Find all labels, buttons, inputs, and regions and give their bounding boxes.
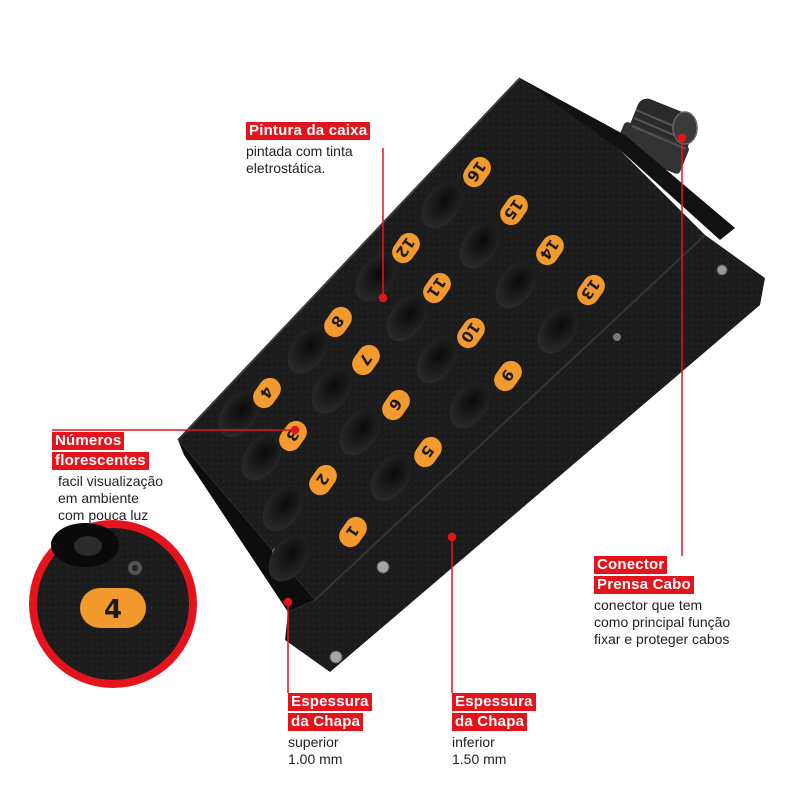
callout-sheet-top: Espessura da Chapa superior 1.00 mm (288, 693, 372, 768)
callout-paint-title: Pintura da caixa (246, 122, 371, 140)
callout-numbers: Números florescentes facil visualização … (52, 432, 163, 524)
callout-gland-title-2: Prensa Cabo (594, 576, 694, 594)
callout-sheet-top-title-1: Espessura (288, 693, 372, 711)
port-label: 4 (253, 377, 281, 409)
connector-holes (218, 181, 579, 582)
callout-sheet-bottom: Espessura da Chapa inferior 1.50 mm (452, 693, 536, 768)
screw-icon (329, 650, 343, 664)
callout-numbers-description: facil visualização em ambiente com pouca… (58, 473, 164, 523)
callout-sheet-bottom-title-2: da Chapa (452, 713, 528, 731)
screw-icon (716, 264, 728, 276)
port-label: 10 (457, 317, 485, 349)
leader-lines (52, 133, 687, 693)
port-label: 5 (414, 436, 442, 468)
screw-icon (613, 333, 621, 341)
screw-icon (376, 560, 390, 574)
callout-gland-title-1: Conector (594, 556, 668, 574)
zoom-number: 4 (104, 595, 122, 625)
callout-sheet-top-title-2: da Chapa (288, 713, 364, 731)
port-label: 1 (339, 516, 367, 548)
callout-paint: Pintura da caixa pintada com tinta eletr… (246, 122, 371, 177)
port-label: 2 (309, 464, 337, 496)
port-label: 7 (352, 344, 380, 376)
callout-sheet-bottom-description: inferior 1.50 mm (452, 734, 507, 767)
port-label: 8 (324, 306, 352, 338)
callout-numbers-title-2: florescentes (52, 452, 149, 470)
callout-numbers-title-1: Números (52, 432, 125, 450)
callout-paint-description: pintada com tinta eletrostática. (246, 143, 353, 176)
callout-sheet-bottom-title-1: Espessura (452, 693, 536, 711)
port-label: 9 (494, 360, 522, 392)
callout-gland-description: conector que tem como principal função f… (594, 597, 731, 647)
port-label: 6 (382, 389, 410, 421)
zoom-inset: 4 (29, 520, 197, 688)
port-number-labels: 1 2 3 4 5 6 7 8 9 10 11 12 13 14 15 16 (253, 156, 605, 548)
callout-sheet-top-description: superior 1.00 mm (288, 734, 343, 767)
lower-front-wall (285, 235, 765, 672)
callout-gland: Conector Prensa Cabo conector que tem co… (594, 556, 730, 648)
